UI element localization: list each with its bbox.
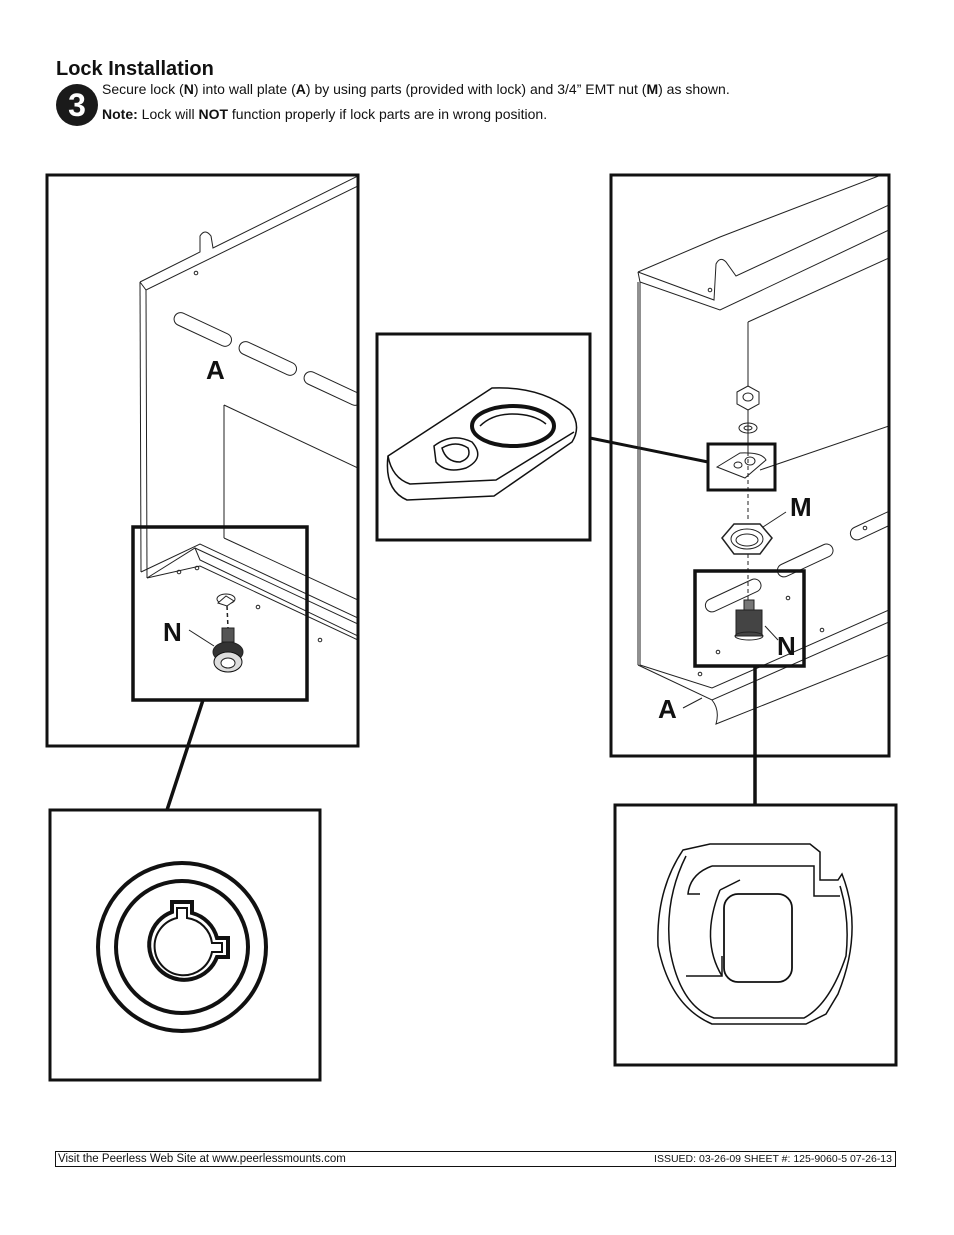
label-n-left: N (163, 617, 182, 647)
label-a-right: A (658, 694, 677, 724)
lock-face-detail-frame (48, 808, 322, 1082)
page-title: Lock Installation (56, 58, 214, 80)
cam-connector-line (589, 436, 709, 464)
label-m: M (790, 492, 812, 522)
left-connector-line (165, 699, 205, 811)
label-n-right: N (777, 631, 796, 661)
right-wall-plate-view (637, 175, 889, 725)
footer-issued: ISSUED: 03-26-09 SHEET #: 125-9060-5 07-… (654, 1153, 892, 1165)
lock-back-detail-frame (613, 803, 898, 1067)
lock-face-icon (96, 861, 268, 1033)
cam-detail-frame (375, 332, 592, 542)
footer-website: Visit the Peerless Web Site at www.peerl… (58, 1153, 346, 1165)
right-main-frame (609, 173, 891, 758)
cam-highlight-box (706, 442, 777, 492)
cam-tab-icon (386, 387, 578, 501)
right-detail-highlight (693, 569, 806, 668)
lock-back-icon (657, 843, 853, 1025)
footer-bar: Visit the Peerless Web Site at www.peerl… (55, 1151, 896, 1167)
left-wall-plate-view (139, 175, 358, 673)
note-text: Note: Lock will NOT function properly if… (102, 106, 548, 122)
left-detail-highlight (131, 525, 309, 702)
label-a-left: A (206, 355, 225, 385)
step-number-badge: 3 (56, 84, 98, 126)
instruction-text: Secure lock (N) into wall plate (A) by u… (102, 81, 730, 97)
left-main-frame (45, 173, 360, 748)
